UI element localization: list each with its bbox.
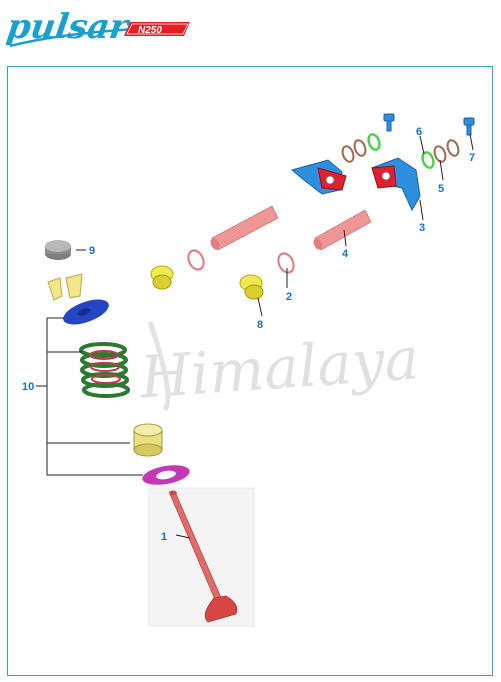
watermark: Himalaya [137,324,421,411]
part-label-3: 3 [419,222,425,234]
valve-plug [150,265,264,300]
part-label-5: 5 [438,183,444,195]
valve-spring-set [47,273,190,485]
model-badge: N250 [138,25,162,36]
part-label-10: 10 [22,381,34,393]
o-ring-seal [187,249,295,274]
rocker-shaft [210,205,372,251]
part-label-6: 6 [416,126,422,138]
brand-logo-text: pulsar [6,7,133,47]
shim-rings [341,133,460,169]
bolt [383,113,475,136]
diagram-frame [7,66,493,676]
valve-cap [45,240,71,260]
valve [148,487,255,627]
part-label-2: 2 [286,291,292,303]
model-badge-bg [124,22,190,36]
part-labels: 1 2 3 4 5 6 7 8 9 10 [22,126,475,543]
brand-logo: pulsar N250 [6,7,190,48]
leader-lines [36,133,474,539]
part-label-8: 8 [257,319,263,331]
part-label-4: 4 [342,248,349,260]
rocker-arm [290,157,421,212]
part-label-9: 9 [89,245,95,257]
part-label-7: 7 [469,152,475,164]
part-label-1: 1 [161,531,167,543]
